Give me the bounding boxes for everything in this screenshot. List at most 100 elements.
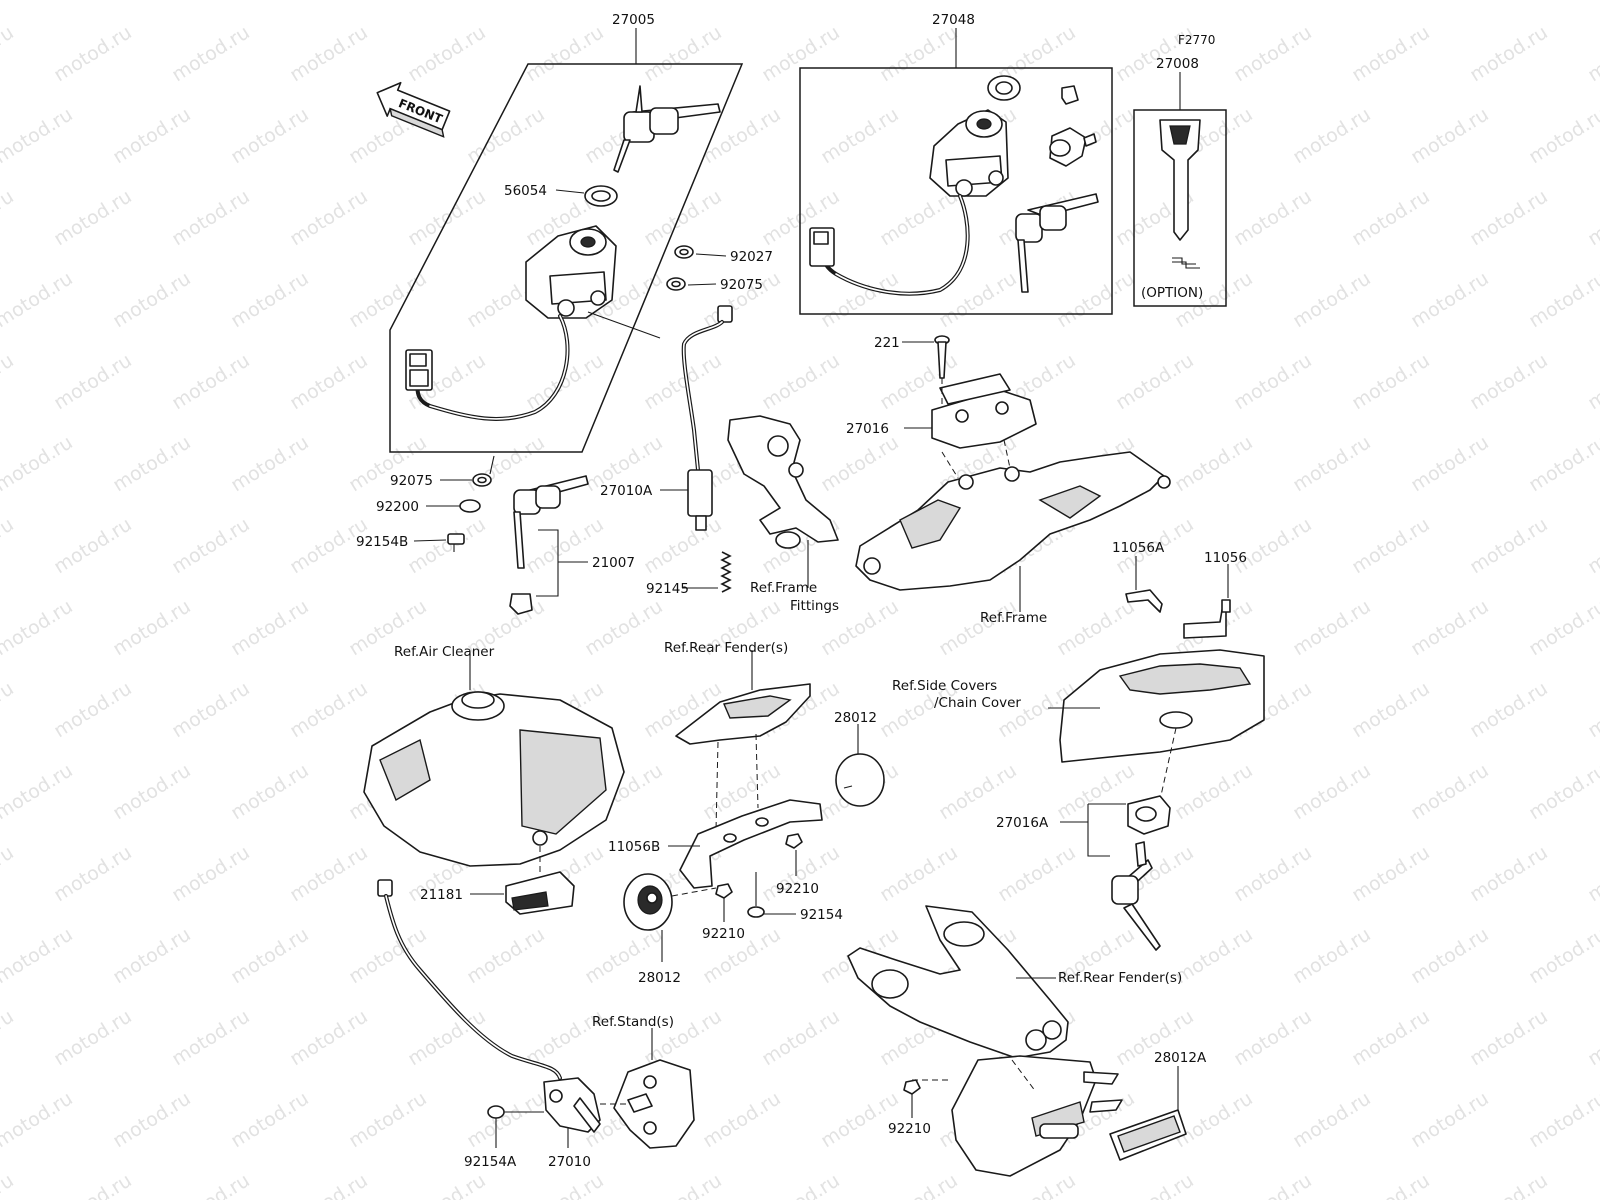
label-92200: 92200 (376, 499, 419, 515)
watermark-text: motod.ru (286, 349, 372, 414)
label-27010: 27010 (548, 1154, 591, 1170)
watermark-text: motod.ru (109, 0, 195, 4)
key-blank-group: (OPTION) (1133, 109, 1227, 307)
watermark-text: motod.ru (0, 21, 18, 86)
watermark-text: motod.ru (227, 267, 313, 332)
watermark-text: motod.ru (1407, 923, 1493, 988)
watermark-text: motod.ru (935, 267, 1021, 332)
watermark-text: motod.ru (758, 1005, 844, 1070)
label-92210-b: 92210 (702, 926, 745, 942)
watermark-text: motod.ru (404, 185, 490, 250)
watermark-text: motod.ru (50, 677, 136, 742)
switch-27010A (681, 305, 733, 531)
watermark-text: motod.ru (286, 1169, 372, 1200)
watermark-text: motod.ru (1466, 185, 1552, 250)
label-92154A: 92154A (464, 1154, 517, 1170)
watermark-text: motod.ru (109, 103, 195, 168)
watermark-text: motod.ru (404, 1169, 490, 1200)
label-11056A: 11056A (1112, 540, 1165, 556)
watermark-text: motod.ru (345, 923, 431, 988)
ref-frame: Ref.Frame (980, 610, 1047, 626)
watermark-text: motod.ru (50, 1169, 136, 1200)
ref-frame-fittings-line2: Fittings (790, 598, 839, 614)
watermark-text: motod.ru (581, 0, 667, 4)
label-28012A: 28012A (1154, 1050, 1207, 1066)
watermark-text: motod.ru (1466, 513, 1552, 578)
watermark-text: motod.ru (1466, 1005, 1552, 1070)
key-pair-27048 (1015, 193, 1099, 293)
label-28012-bottom: 28012 (638, 970, 681, 986)
watermark-text: motod.ru (1525, 267, 1600, 332)
key-blank-27008 (1159, 119, 1201, 241)
watermark-text: motod.ru (227, 595, 313, 660)
watermark-text: motod.ru (168, 1005, 254, 1070)
watermark-text: motod.ru (0, 595, 77, 660)
watermark-text: motod.ru (1466, 677, 1552, 742)
bracket-27016 (931, 373, 1037, 449)
watermark-text: motod.ru (1230, 349, 1316, 414)
watermark-text: motod.ru (50, 513, 136, 578)
watermark-text: motod.ru (1466, 21, 1552, 86)
watermark-text: motod.ru (227, 0, 313, 4)
frame-section (855, 451, 1171, 591)
screw-221 (934, 335, 950, 379)
ignition-switch-group (389, 63, 744, 453)
watermark-text: motod.ru (758, 349, 844, 414)
label-92075-top: 92075 (720, 277, 763, 293)
watermark-text: motod.ru (1230, 185, 1316, 250)
watermark-text: motod.ru (109, 267, 195, 332)
watermark-text: motod.ru (1525, 431, 1600, 496)
watermark-text: motod.ru (1348, 21, 1434, 86)
watermark-text: motod.ru (1230, 1005, 1316, 1070)
watermark-text: motod.ru (640, 21, 726, 86)
watermark-text: motod.ru (50, 349, 136, 414)
watermark-text: motod.ru (1584, 1169, 1600, 1200)
watermark-text: motod.ru (463, 0, 549, 4)
watermark-text: motod.ru (1348, 349, 1434, 414)
watermark-text: motod.ru (1525, 0, 1600, 4)
watermark-text: motod.ru (227, 103, 313, 168)
watermark-text: motod.ru (1348, 1005, 1434, 1070)
label-92145: 92145 (646, 581, 689, 597)
label-27008: 27008 (1156, 56, 1199, 72)
watermark-text: motod.ru (463, 103, 549, 168)
watermark-text: motod.ru (1112, 349, 1198, 414)
watermark-text: motod.ru (640, 1169, 726, 1200)
watermark-text: motod.ru (1230, 513, 1316, 578)
watermark-text: motod.ru (227, 923, 313, 988)
watermark-text: motod.ru (522, 21, 608, 86)
screw-92154B (447, 533, 465, 552)
nut-92210-b (715, 883, 733, 899)
label-11056B: 11056B (608, 839, 660, 855)
watermark-text: motod.ru (1289, 103, 1375, 168)
watermark-text: motod.ru (0, 677, 18, 742)
watermark-text: motod.ru (1584, 513, 1600, 578)
watermark-text: motod.ru (1289, 1087, 1375, 1152)
watermark-text: motod.ru (758, 21, 844, 86)
watermark-text: motod.ru (0, 349, 18, 414)
lock-27016A (1111, 795, 1171, 951)
watermark-text: motod.ru (168, 513, 254, 578)
watermark-text: motod.ru (1466, 349, 1552, 414)
bracket-11056B (679, 799, 823, 889)
watermark-text: motod.ru (404, 513, 490, 578)
watermark-text: motod.ru (1230, 841, 1316, 906)
label-221: 221 (874, 335, 900, 351)
side-cover (1059, 649, 1265, 763)
watermark-text: motod.ru (935, 0, 1021, 4)
label-92027: 92027 (730, 249, 773, 265)
watermark-text: motod.ru (876, 841, 962, 906)
watermark-text: motod.ru (1407, 267, 1493, 332)
label-27005: 27005 (612, 12, 655, 28)
watermark-text: motod.ru (345, 1087, 431, 1152)
label-27016: 27016 (846, 421, 889, 437)
watermark-text: motod.ru (1584, 185, 1600, 250)
connector-27005 (405, 349, 433, 391)
watermark-text: motod.ru (1584, 677, 1600, 742)
group-box-27005 (389, 63, 744, 453)
ref-rear-fender-bottom: Ref.Rear Fender(s) (1058, 970, 1182, 986)
watermark-text: motod.ru (1053, 0, 1139, 4)
watermark-text: motod.ru (1407, 103, 1493, 168)
watermark-text: motod.ru (227, 431, 313, 496)
watermark-text: motod.ru (1289, 923, 1375, 988)
